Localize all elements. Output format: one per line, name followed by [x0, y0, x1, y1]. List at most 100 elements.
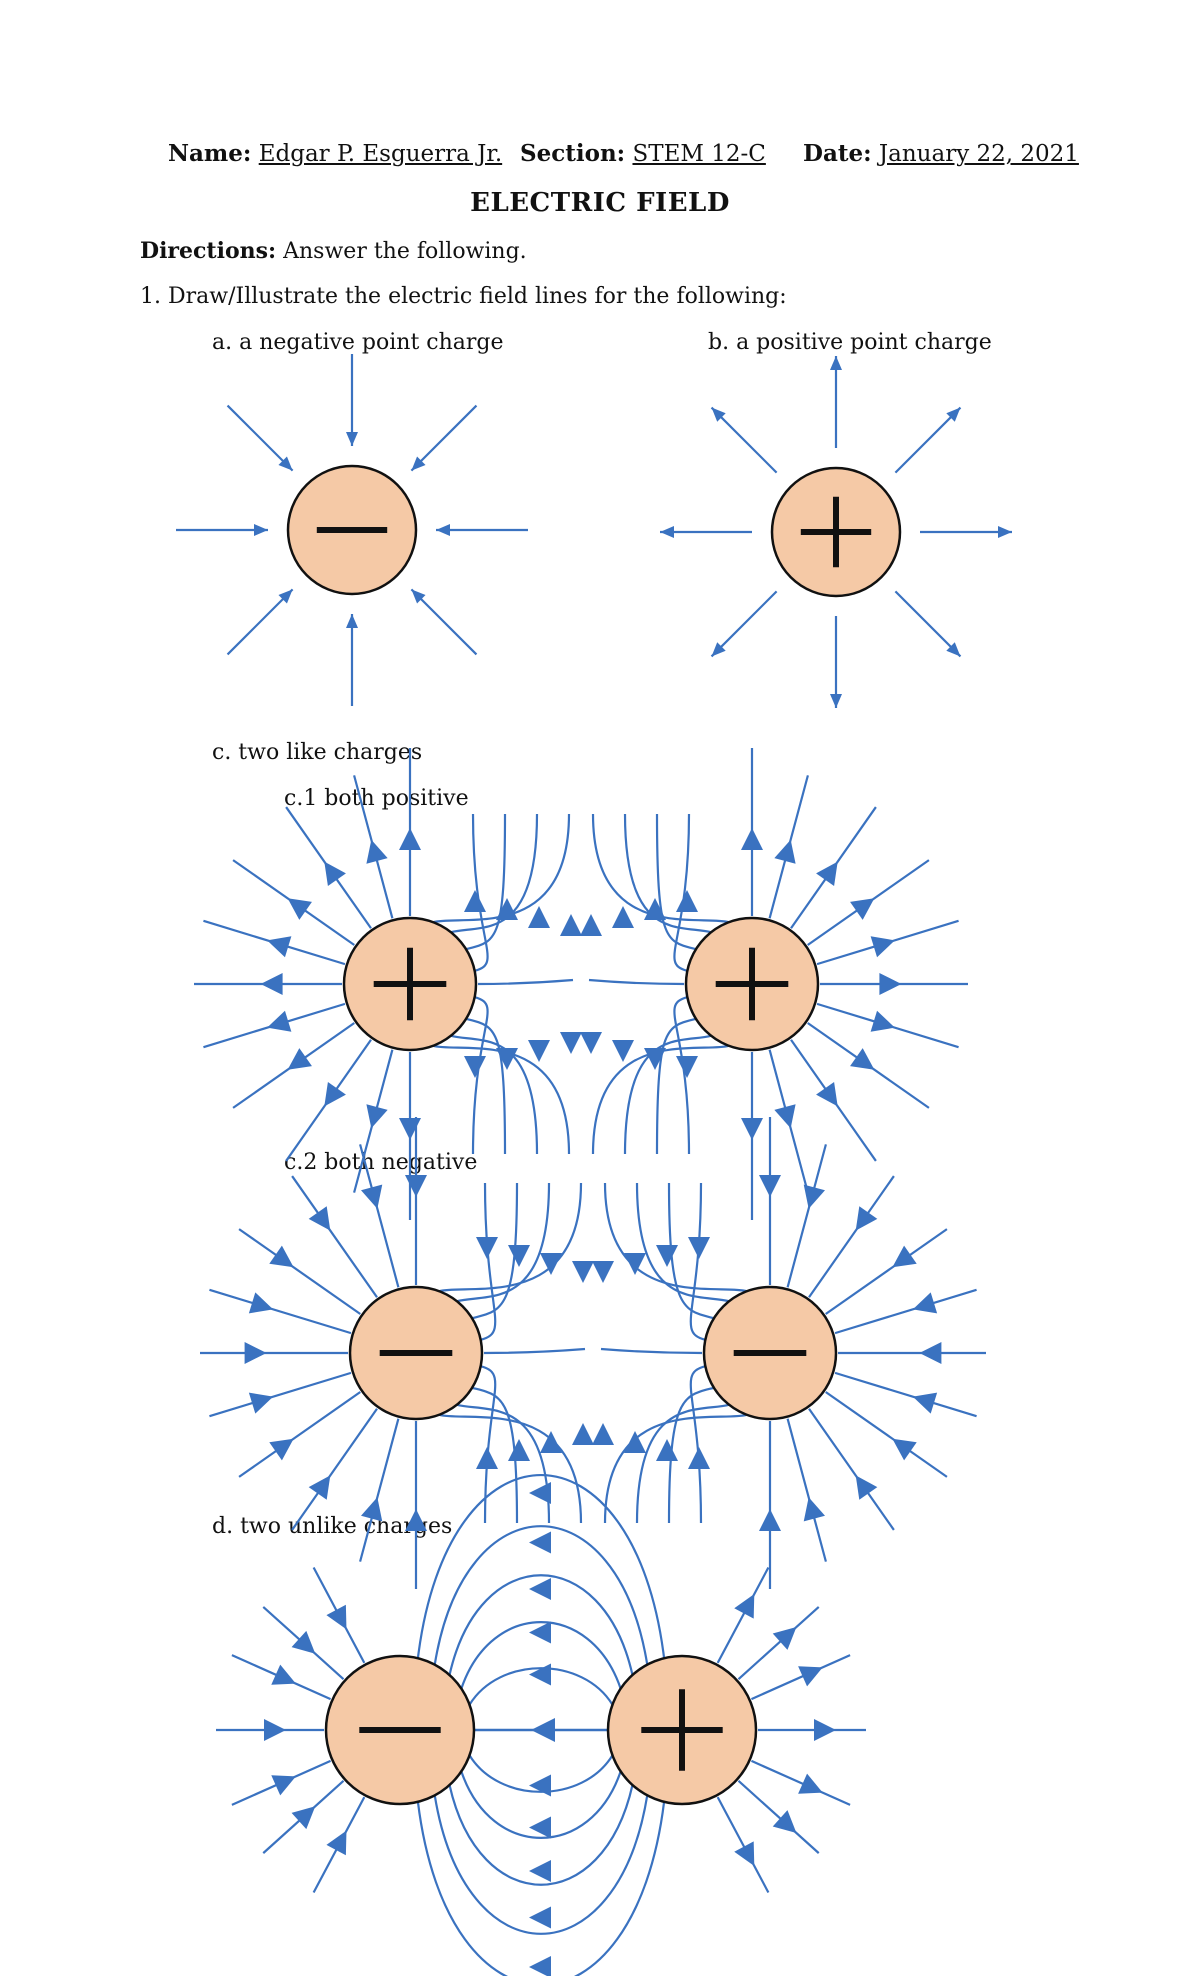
arrowhead [291, 1630, 316, 1654]
field-line [450, 1034, 539, 1155]
arrowhead [688, 1447, 710, 1469]
arrowhead [287, 898, 312, 920]
arrowhead [399, 828, 421, 850]
diagram-two-unlike-charges [216, 1474, 866, 1976]
field-line [808, 1175, 895, 1298]
arrowhead [870, 1010, 895, 1032]
arrowhead [405, 1509, 427, 1531]
arrowhead [572, 1423, 594, 1445]
arrowhead [324, 861, 346, 886]
field-line [468, 1667, 614, 1706]
arrowhead [291, 1806, 316, 1830]
arrowhead [346, 614, 358, 628]
item-c-label: c. two like charges [212, 740, 423, 765]
arrowhead [741, 828, 763, 850]
arrowhead [759, 1175, 781, 1197]
arrowhead [741, 1118, 763, 1140]
arrowhead [855, 1475, 878, 1500]
arrowhead [529, 1816, 551, 1839]
field-line [480, 1365, 497, 1524]
directions-label: Directions: [140, 238, 277, 264]
arrowhead [528, 1040, 550, 1062]
arrowhead [803, 1497, 825, 1522]
arrowhead [711, 407, 726, 422]
field-line [410, 588, 478, 656]
arrowhead [244, 1342, 267, 1364]
field-line [834, 1371, 977, 1418]
field-line [825, 1228, 948, 1315]
name-value: Edgar P. Esguerra Jr. [258, 141, 503, 167]
arrowhead [346, 432, 358, 446]
arrowhead [361, 1184, 383, 1209]
arrowhead [529, 1621, 551, 1644]
date-label: Date: [803, 140, 872, 167]
arrowhead [508, 1439, 530, 1461]
field-line [894, 406, 962, 474]
field-line [894, 590, 962, 658]
arrowhead [464, 1056, 486, 1078]
arrowhead [803, 1184, 825, 1209]
arrowhead [912, 1292, 938, 1314]
field-line [438, 1182, 583, 1293]
field-line [465, 813, 507, 951]
arrowhead [774, 1104, 796, 1129]
arrowhead [580, 1032, 602, 1054]
arrowhead [644, 1048, 666, 1070]
field-line [477, 978, 574, 986]
field-line [416, 1474, 666, 1659]
arrowhead [612, 906, 634, 928]
field-line [448, 1574, 634, 1676]
field-line [667, 1386, 715, 1524]
arrowhead [656, 1439, 678, 1461]
field-line [737, 1780, 820, 1854]
field-line [291, 1175, 378, 1298]
name-label: Name: [168, 140, 252, 167]
field-line [433, 1525, 649, 1665]
arrowhead [816, 1082, 838, 1107]
arrowhead [405, 1175, 427, 1197]
field-line [209, 1371, 352, 1418]
diagram-negative-point-charge [176, 354, 528, 706]
arrowhead [612, 1040, 634, 1062]
field-line [359, 1418, 400, 1562]
field-line [450, 813, 539, 934]
arrowhead [892, 1245, 917, 1268]
arrowhead [529, 1578, 551, 1600]
arrowhead [264, 1719, 286, 1741]
arrowhead [676, 1056, 698, 1078]
field-line [238, 1391, 361, 1478]
field-line [635, 1403, 730, 1524]
field-line [416, 1801, 666, 1976]
arrowhead [528, 906, 550, 928]
date-value: January 22, 2021 [878, 141, 1079, 167]
arrowhead [912, 1392, 938, 1414]
field-line [667, 1182, 715, 1320]
arrowhead [711, 642, 726, 657]
arrowhead [624, 1431, 646, 1453]
arrowhead [529, 1482, 551, 1504]
arrowhead [529, 1531, 551, 1554]
field-line [603, 1413, 748, 1524]
arrowhead [798, 1666, 823, 1687]
field-line [655, 813, 697, 951]
field-line [716, 1567, 770, 1664]
arrowhead [850, 1048, 875, 1070]
field-line [673, 996, 691, 1155]
field-line [750, 1654, 851, 1701]
field-line [456, 1182, 551, 1303]
field-line [716, 1796, 770, 1893]
diagram-two-positive-charges [194, 748, 968, 1220]
field-line [834, 1288, 977, 1335]
field-line [483, 1347, 586, 1355]
field-line [673, 813, 691, 972]
field-line [786, 1144, 827, 1288]
field-line [471, 996, 489, 1155]
field-line [438, 1413, 583, 1524]
directions-text: Answer the following. [283, 239, 527, 264]
arrowhead [892, 1438, 917, 1461]
field-line [468, 1754, 614, 1793]
field-line [471, 1386, 519, 1524]
field-line [655, 1017, 697, 1155]
arrowhead [248, 1292, 274, 1314]
